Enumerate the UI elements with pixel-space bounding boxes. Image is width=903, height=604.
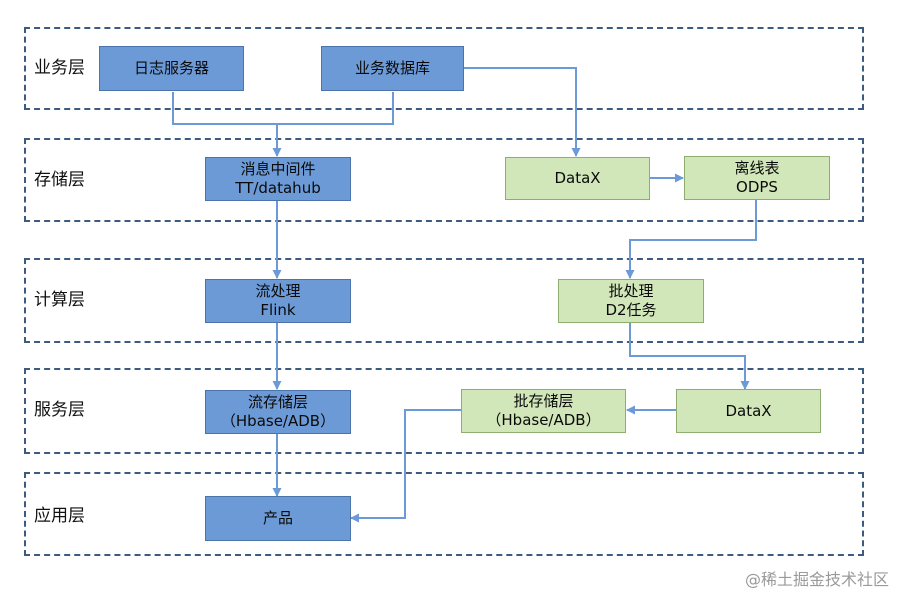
node-stream-storage-line-2: （Hbase/ADB）	[220, 412, 336, 430]
layer-application	[24, 472, 864, 556]
node-offline-table-line-2: ODPS	[736, 178, 778, 196]
node-middleware: 消息中间件 TT/datahub	[205, 157, 351, 201]
layer-compute	[24, 258, 864, 343]
node-middleware-line-2: TT/datahub	[235, 179, 321, 197]
node-stream-processing-line-1: 流处理	[255, 282, 301, 300]
layer-label-application: 应用层	[34, 506, 85, 526]
layer-business	[24, 27, 864, 110]
node-batch-processing-line-2: D2任务	[605, 301, 657, 319]
watermark: @稀土掘金技术社区	[744, 570, 889, 589]
node-business-db-label: 业务数据库	[354, 59, 430, 77]
node-stream-processing-line-2: Flink	[260, 301, 296, 319]
node-datax-service-label: DataX	[725, 401, 772, 420]
node-datax-storage: DataX	[505, 157, 650, 200]
layer-label-storage: 存储层	[34, 170, 85, 190]
node-product: 产品	[205, 496, 351, 541]
node-product-label: 产品	[262, 509, 293, 527]
layer-storage	[24, 138, 864, 222]
node-batch-storage-line-1: 批存储层	[513, 392, 574, 410]
layer-label-compute: 计算层	[34, 290, 85, 310]
node-batch-processing: 批处理 D2任务	[558, 279, 704, 323]
node-batch-processing-line-1: 批处理	[608, 282, 654, 300]
node-stream-processing: 流处理 Flink	[205, 279, 351, 323]
node-batch-storage-line-2: （Hbase/ADB）	[486, 411, 601, 429]
node-log-server: 日志服务器	[99, 46, 244, 91]
node-business-db: 业务数据库	[321, 46, 464, 91]
layer-label-business: 业务层	[34, 58, 85, 78]
node-datax-service: DataX	[676, 389, 821, 433]
node-offline-table: 离线表 ODPS	[684, 156, 830, 200]
node-stream-storage-line-1: 流存储层	[247, 393, 308, 411]
node-middleware-line-1: 消息中间件	[240, 160, 316, 178]
node-batch-storage: 批存储层 （Hbase/ADB）	[461, 389, 626, 433]
node-log-server-label: 日志服务器	[133, 59, 209, 77]
node-stream-storage: 流存储层 （Hbase/ADB）	[205, 390, 351, 434]
node-datax-storage-label: DataX	[554, 169, 601, 187]
layer-label-service: 服务层	[34, 400, 85, 420]
node-offline-table-line-1: 离线表	[734, 159, 780, 177]
